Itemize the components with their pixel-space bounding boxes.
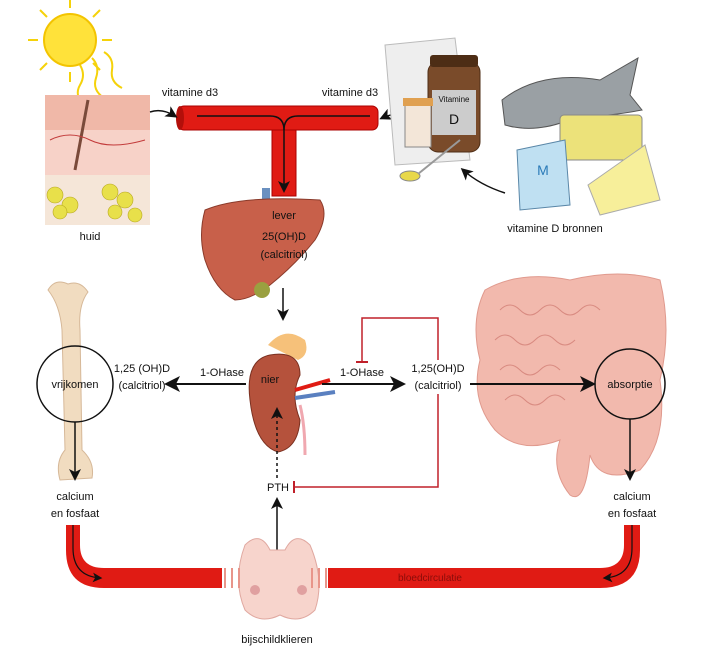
top-blood-vessel [176, 105, 379, 197]
svg-text:M: M [537, 162, 549, 178]
label-125ohd-left: 1,25 (OH)D [114, 363, 170, 375]
arrow-sources-to-supplement [460, 168, 506, 194]
label-1ohase-left: 1-OHase [200, 367, 244, 379]
label-fosfaat-left: en fosfaat [51, 508, 99, 520]
label-bloedcirculatie: bloedcirculatie [398, 573, 462, 584]
intestine-illustration [475, 273, 667, 498]
label-absorptie: absorptie [607, 379, 652, 391]
inhibition-feedback-lines [293, 317, 439, 493]
label-calcitriol-right: (calcitriol) [414, 380, 461, 392]
label-pth: PTH [267, 482, 289, 494]
skin-illustration [45, 95, 150, 225]
label-vrijkomen: vrijkomen [51, 379, 98, 391]
label-125ohd-right: 1,25(OH)D [411, 363, 464, 375]
label-fosfaat-right: en fosfaat [608, 508, 656, 520]
label-nier: nier [261, 374, 280, 386]
vitamin-d-sources-illustration: Vitamine D M [384, 37, 661, 216]
bottle-label-vitamine: Vitamine [439, 95, 471, 104]
parathyroid-glands-illustration [224, 538, 327, 620]
bone-illustration [47, 281, 93, 481]
label-calcium-right: calcium [613, 491, 650, 503]
bottom-blood-vessel [66, 525, 640, 588]
sun-icon [28, 0, 123, 108]
liver-illustration [201, 188, 325, 301]
label-bijschildklieren: bijschildklieren [241, 634, 313, 646]
label-25ohd: 25(OH)D [262, 231, 306, 243]
kidney-illustration [248, 333, 336, 456]
arrow-skin-to-vessel [149, 106, 178, 118]
bottle-label-d: D [449, 111, 459, 127]
label-lever: lever [272, 210, 296, 222]
label-1ohase-right: 1-OHase [340, 367, 384, 379]
label-vitamine-d-bronnen: vitamine D bronnen [507, 223, 602, 235]
label-huid: huid [80, 231, 101, 243]
label-vitamine-d3-right: vitamine d3 [322, 87, 378, 99]
label-vitamine-d3-left: vitamine d3 [162, 87, 218, 99]
label-calcitriol-left: (calcitriol) [118, 380, 165, 392]
label-lever-calcitriol: (calcitriol) [260, 249, 307, 261]
label-calcium-left: calcium [56, 491, 93, 503]
